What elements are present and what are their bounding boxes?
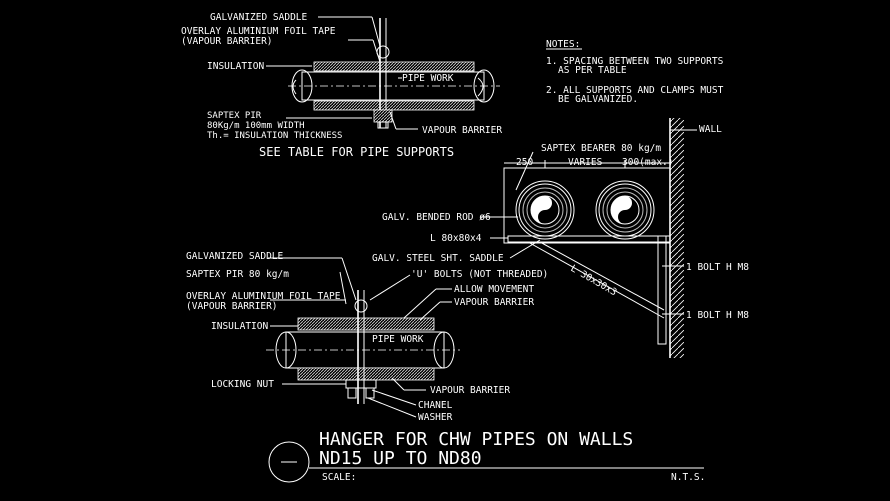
top-saptex-label-1: SAPTEX PIR <box>207 111 262 121</box>
bottom-overlay-foil-label: OVERLAY ALUMINIUM FOIL TAPE <box>186 291 341 302</box>
scale-value: N.T.S. <box>671 472 705 483</box>
title-block: HANGER FOR CHW PIPES ON WALLS ND15 UP TO… <box>268 429 705 483</box>
bottom-washer <box>365 387 375 399</box>
diagonal-brace-1 <box>527 241 665 319</box>
note1-line1: 1. SPACING BETWEEN TWO SUPPORTS <box>546 56 724 67</box>
top-saddle-bolt <box>376 45 390 59</box>
wall-bracket-detail: WALL 250 V <box>372 118 749 358</box>
wall-hatch <box>670 118 684 358</box>
bottom-saptex-pir-label: SAPTEX PIR 80 kg/m <box>186 269 289 280</box>
bottom-pipe-left-end <box>275 331 297 369</box>
locking-nut-label: LOCKING NUT <box>211 379 274 390</box>
top-overlay-foil-sub-label: (VAPOUR BARRIER) <box>181 36 273 47</box>
bolt-lower-label: 1 BOLT H M8 <box>686 310 749 321</box>
angle-l80 <box>507 235 671 243</box>
title-line-2: ND15 UP TO ND80 <box>319 448 482 469</box>
steel-saddle-label: GALV. STEEL SHT. SADDLE <box>372 253 504 264</box>
top-insulation-lower <box>313 100 475 111</box>
insulated-pipe-2 <box>595 180 655 240</box>
bottom-locking-nut <box>347 387 357 399</box>
angle-l80-label: L 80x80x4 <box>430 233 482 244</box>
top-pipe-right-end <box>473 69 495 103</box>
bolt-upper-label: 1 BOLT H M8 <box>686 262 749 273</box>
see-table-label: SEE TABLE FOR PIPE SUPPORTS <box>259 145 454 159</box>
top-nut <box>377 121 389 129</box>
note1-line2: AS PER TABLE <box>558 65 627 76</box>
dim-300-max: 300(max.) <box>622 157 673 168</box>
detail-reference-circle <box>268 441 310 483</box>
top-insulation-label: INSULATION <box>207 61 264 72</box>
dim-varies: VARIES <box>568 157 603 168</box>
u-bolts-label: 'U' BOLTS (NOT THREADED) <box>411 269 548 280</box>
bottom-saddle-bolt <box>354 299 368 313</box>
top-insulation-upper <box>313 61 475 72</box>
top-pipe-body <box>301 71 485 101</box>
washer-label: WASHER <box>418 412 453 423</box>
bearer-outline <box>503 167 671 244</box>
diagonal-brace-2 <box>539 241 665 311</box>
top-saptex-label-2: 80Kg/m 100mm WIDTH <box>207 121 305 131</box>
top-overlay-foil-label: OVERLAY ALUMINIUM FOIL TAPE <box>181 26 336 37</box>
dim-250: 250 <box>516 157 533 168</box>
top-saptex-block <box>373 109 393 123</box>
note2-line1: 2. ALL SUPPORTS AND CLAMPS MUST <box>546 85 724 96</box>
bottom-chanel <box>345 379 377 389</box>
bottom-insulation-label: INSULATION <box>211 321 268 332</box>
insulated-pipe-1 <box>515 180 575 240</box>
top-vapour-barrier-label: VAPOUR BARRIER <box>422 125 502 136</box>
allow-movement-label: ALLOW MOVEMENT <box>454 284 534 295</box>
bottom-vapour-barrier-bottom-label: VAPOUR BARRIER <box>430 385 510 396</box>
bottom-vapour-barrier-top-label: VAPOUR BARRIER <box>454 297 534 308</box>
notes-heading: NOTES: <box>546 39 580 50</box>
bottom-overlay-foil-sub-label: (VAPOUR BARRIER) <box>186 301 278 312</box>
wall-label: WALL <box>699 124 722 135</box>
top-pipe-detail: GALVANIZED SADDLE OVERLAY ALUMINIUM FOIL… <box>181 12 502 159</box>
bottom-insulation-upper <box>297 317 435 331</box>
bottom-galvanized-saddle-label: GALVANIZED SADDLE <box>186 251 284 262</box>
bottom-insulation-lower <box>297 367 435 381</box>
note2-line2: BE GALVANIZED. <box>558 94 638 105</box>
scale-label: SCALE: <box>322 472 356 483</box>
top-pipe-work-label: PIPE WORK <box>402 73 454 84</box>
title-line-1: HANGER FOR CHW PIPES ON WALLS <box>319 429 633 450</box>
notes-block: NOTES: 1. SPACING BETWEEN TWO SUPPORTS A… <box>546 39 724 105</box>
chanel-label: CHANEL <box>418 400 453 411</box>
top-saptex-label-3: Th.= INSULATION THICKNESS <box>207 131 342 141</box>
saptex-bearer-label: SAPTEX BEARER 80 kg/m <box>541 143 661 154</box>
bottom-pipe-detail: GALVANIZED SADDLE SAPTEX PIR 80 kg/m 'U'… <box>186 251 548 423</box>
galv-rod-label: GALV. BENDED ROD ø6 <box>382 212 491 223</box>
bottom-pipe-work-label: PIPE WORK <box>372 334 424 345</box>
top-galvanized-saddle-label: GALVANIZED SADDLE <box>210 12 308 23</box>
wall-plate <box>657 235 667 345</box>
